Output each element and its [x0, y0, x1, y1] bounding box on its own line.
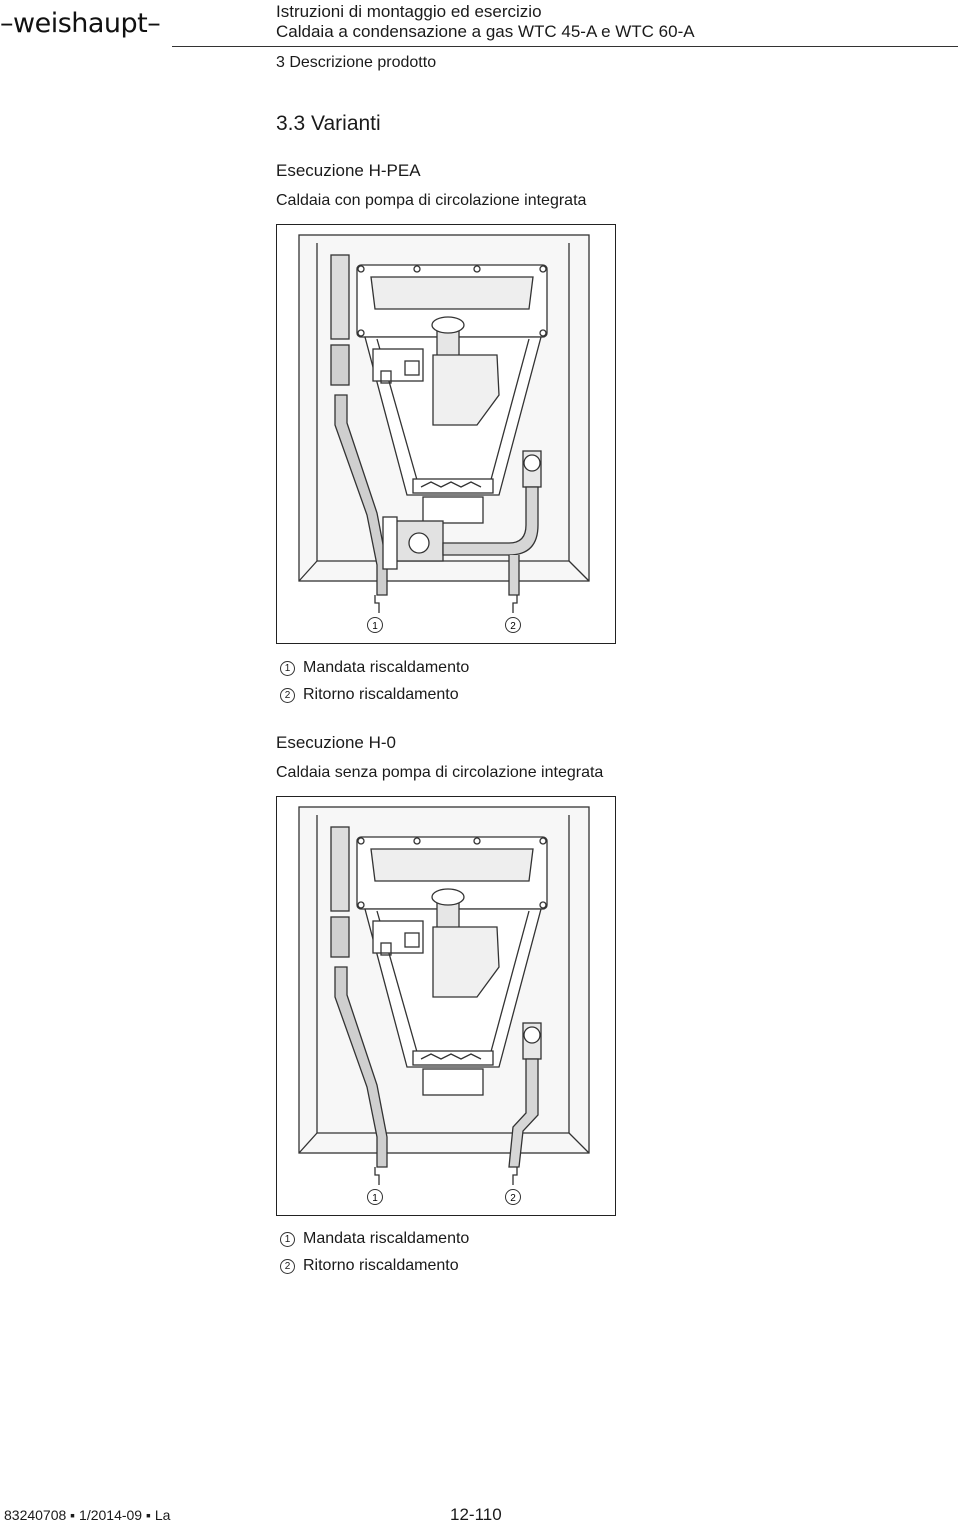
- header-title-line1: Istruzioni di montaggio ed esercizio: [276, 2, 542, 21]
- variant-heading: Esecuzione H-PEA: [276, 161, 421, 180]
- boiler-figure-h-pea: 1 2: [276, 224, 616, 644]
- weishaupt-logo: –weishaupt–: [0, 8, 161, 39]
- legend-number: 2: [280, 687, 295, 703]
- svg-text:2: 2: [510, 621, 516, 632]
- variant-description: Caldaia senza pompa di circolazione inte…: [276, 764, 604, 781]
- variant-heading: Esecuzione H-0: [276, 733, 397, 752]
- legend-item: 2 Ritorno riscaldamento: [280, 1257, 459, 1275]
- document-code: 83240708 ▪ 1/2014-09 ▪ La: [4, 1507, 171, 1523]
- svg-text:1: 1: [372, 621, 378, 632]
- legend-text: Ritorno riscaldamento: [303, 1257, 459, 1274]
- svg-text:2: 2: [510, 1193, 516, 1204]
- legend-number: 1: [280, 660, 295, 676]
- header-divider: [172, 46, 958, 47]
- legend-number: 1: [280, 1231, 295, 1247]
- legend-item: 2 Ritorno riscaldamento: [280, 686, 459, 704]
- section-title: 3 Descrizione prodotto: [276, 54, 437, 71]
- legend-item: 1 Mandata riscaldamento: [280, 1230, 469, 1248]
- legend-item: 1 Mandata riscaldamento: [280, 659, 469, 677]
- legend-text: Mandata riscaldamento: [303, 1230, 470, 1247]
- svg-text:1: 1: [372, 1193, 378, 1204]
- boiler-diagram: 1 2: [298, 234, 590, 633]
- boiler-figure-h-0: 1 2: [276, 796, 616, 1216]
- marker-1: 1: [367, 1189, 383, 1205]
- boiler-diagram: 1 2: [298, 806, 590, 1205]
- legend-text: Mandata riscaldamento: [303, 659, 470, 676]
- variant-description: Caldaia con pompa di circolazione integr…: [276, 192, 587, 209]
- page-number: 12-110: [450, 1505, 502, 1524]
- marker-1: 1: [367, 617, 383, 633]
- marker-2: 2: [505, 1189, 521, 1205]
- marker-2: 2: [505, 617, 521, 633]
- legend-text: Ritorno riscaldamento: [303, 686, 459, 703]
- header-title-line2: Caldaia a condensazione a gas WTC 45-A e…: [276, 22, 695, 41]
- legend-number: 2: [280, 1258, 295, 1274]
- subsection-title: 3.3 Varianti: [276, 112, 381, 135]
